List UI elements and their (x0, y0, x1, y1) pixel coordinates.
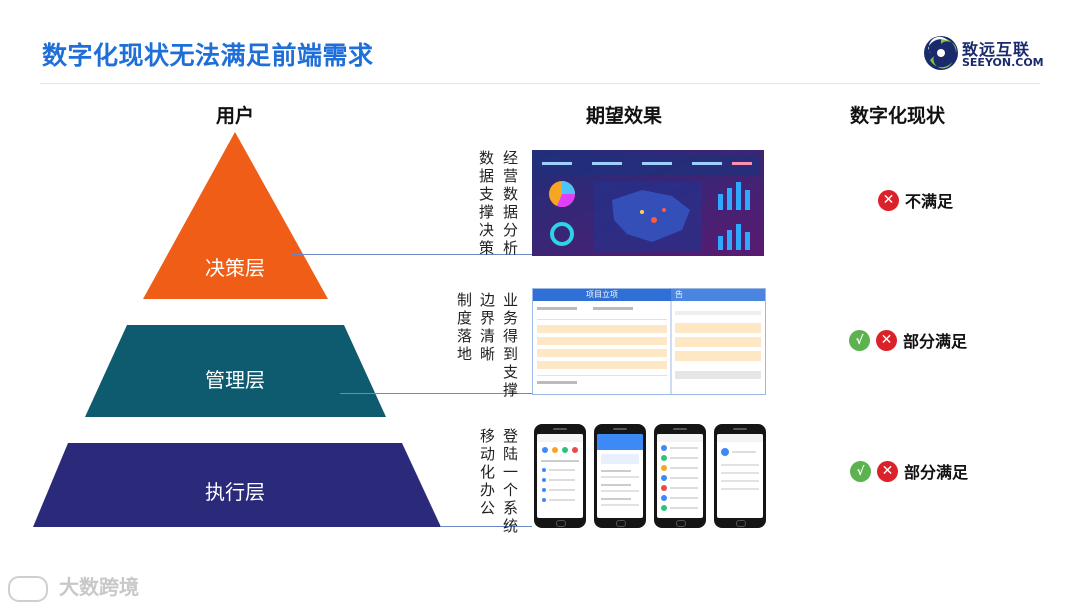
leader-line-decision (292, 254, 532, 255)
phone-screenshot-3 (654, 424, 706, 528)
column-user-heading: 用户 (216, 105, 255, 127)
expect-execution-line-1: 登陆一个系统 (501, 428, 519, 536)
column-current-heading: 数字化现状 (850, 105, 946, 127)
expect-management-line-2: 边界清晰 (478, 292, 496, 364)
logo-name-cn: 致远互联 (962, 40, 1031, 59)
seeyon-logo: 致远互联 SEEYON.COM (922, 34, 1044, 74)
dashboard-screenshot (532, 150, 764, 256)
watermark-logo-icon (8, 575, 48, 602)
tier-management-shape (85, 325, 386, 417)
form-graphic (537, 301, 761, 394)
leader-line-management (340, 393, 532, 394)
header-divider (40, 83, 1040, 84)
status-decision-label: 不满足 (905, 192, 954, 211)
status-management-label: 部分满足 (903, 332, 968, 351)
expect-management-line-1: 业务得到支撑 (501, 292, 519, 400)
check-icon: √ (850, 460, 871, 482)
tier-execution-label: 执行层 (205, 480, 265, 504)
column-expected-heading: 期望效果 (586, 105, 663, 127)
status-execution: √ ✕ 部分满足 (850, 459, 968, 483)
leader-line-execution (440, 526, 532, 527)
tier-decision-label: 决策层 (205, 256, 265, 280)
page-title: 数字化现状无法满足前端需求 (42, 41, 374, 70)
form-header-left: 项目立项 (533, 289, 671, 301)
phone-screenshot-1 (534, 424, 586, 528)
status-execution-label: 部分满足 (904, 463, 969, 482)
expect-decision-line-2: 数据支撑决策 (477, 150, 495, 258)
check-icon: √ (849, 329, 870, 351)
expect-decision-line-1: 经营数据分析 (501, 150, 519, 258)
form-header-right: 告 (671, 289, 765, 301)
expect-execution-line-2: 移动化办公 (478, 428, 496, 518)
tier-execution-shape (33, 443, 441, 527)
status-decision: ✕ 不满足 (878, 188, 953, 212)
status-management: √ ✕ 部分满足 (849, 328, 967, 352)
pyramid (33, 132, 441, 527)
watermark-text: 大数跨境 (58, 575, 139, 599)
watermark: 大数跨境 (8, 571, 139, 602)
cross-icon: ✕ (877, 460, 898, 482)
cross-icon: ✕ (876, 329, 897, 351)
phone-screenshot-4 (714, 424, 766, 528)
logo-name-en: SEEYON.COM (962, 56, 1044, 69)
phone-screenshot-2 (594, 424, 646, 528)
seeyon-swirl-logo-icon (924, 36, 958, 70)
expect-management-line-3: 制度落地 (455, 292, 473, 364)
dashboard-graphic (532, 150, 764, 256)
form-screenshot: 项目立项 告 (532, 288, 766, 395)
tier-management-label: 管理层 (205, 368, 265, 392)
cross-icon: ✕ (878, 189, 899, 211)
tier-decision-shape (143, 132, 328, 299)
